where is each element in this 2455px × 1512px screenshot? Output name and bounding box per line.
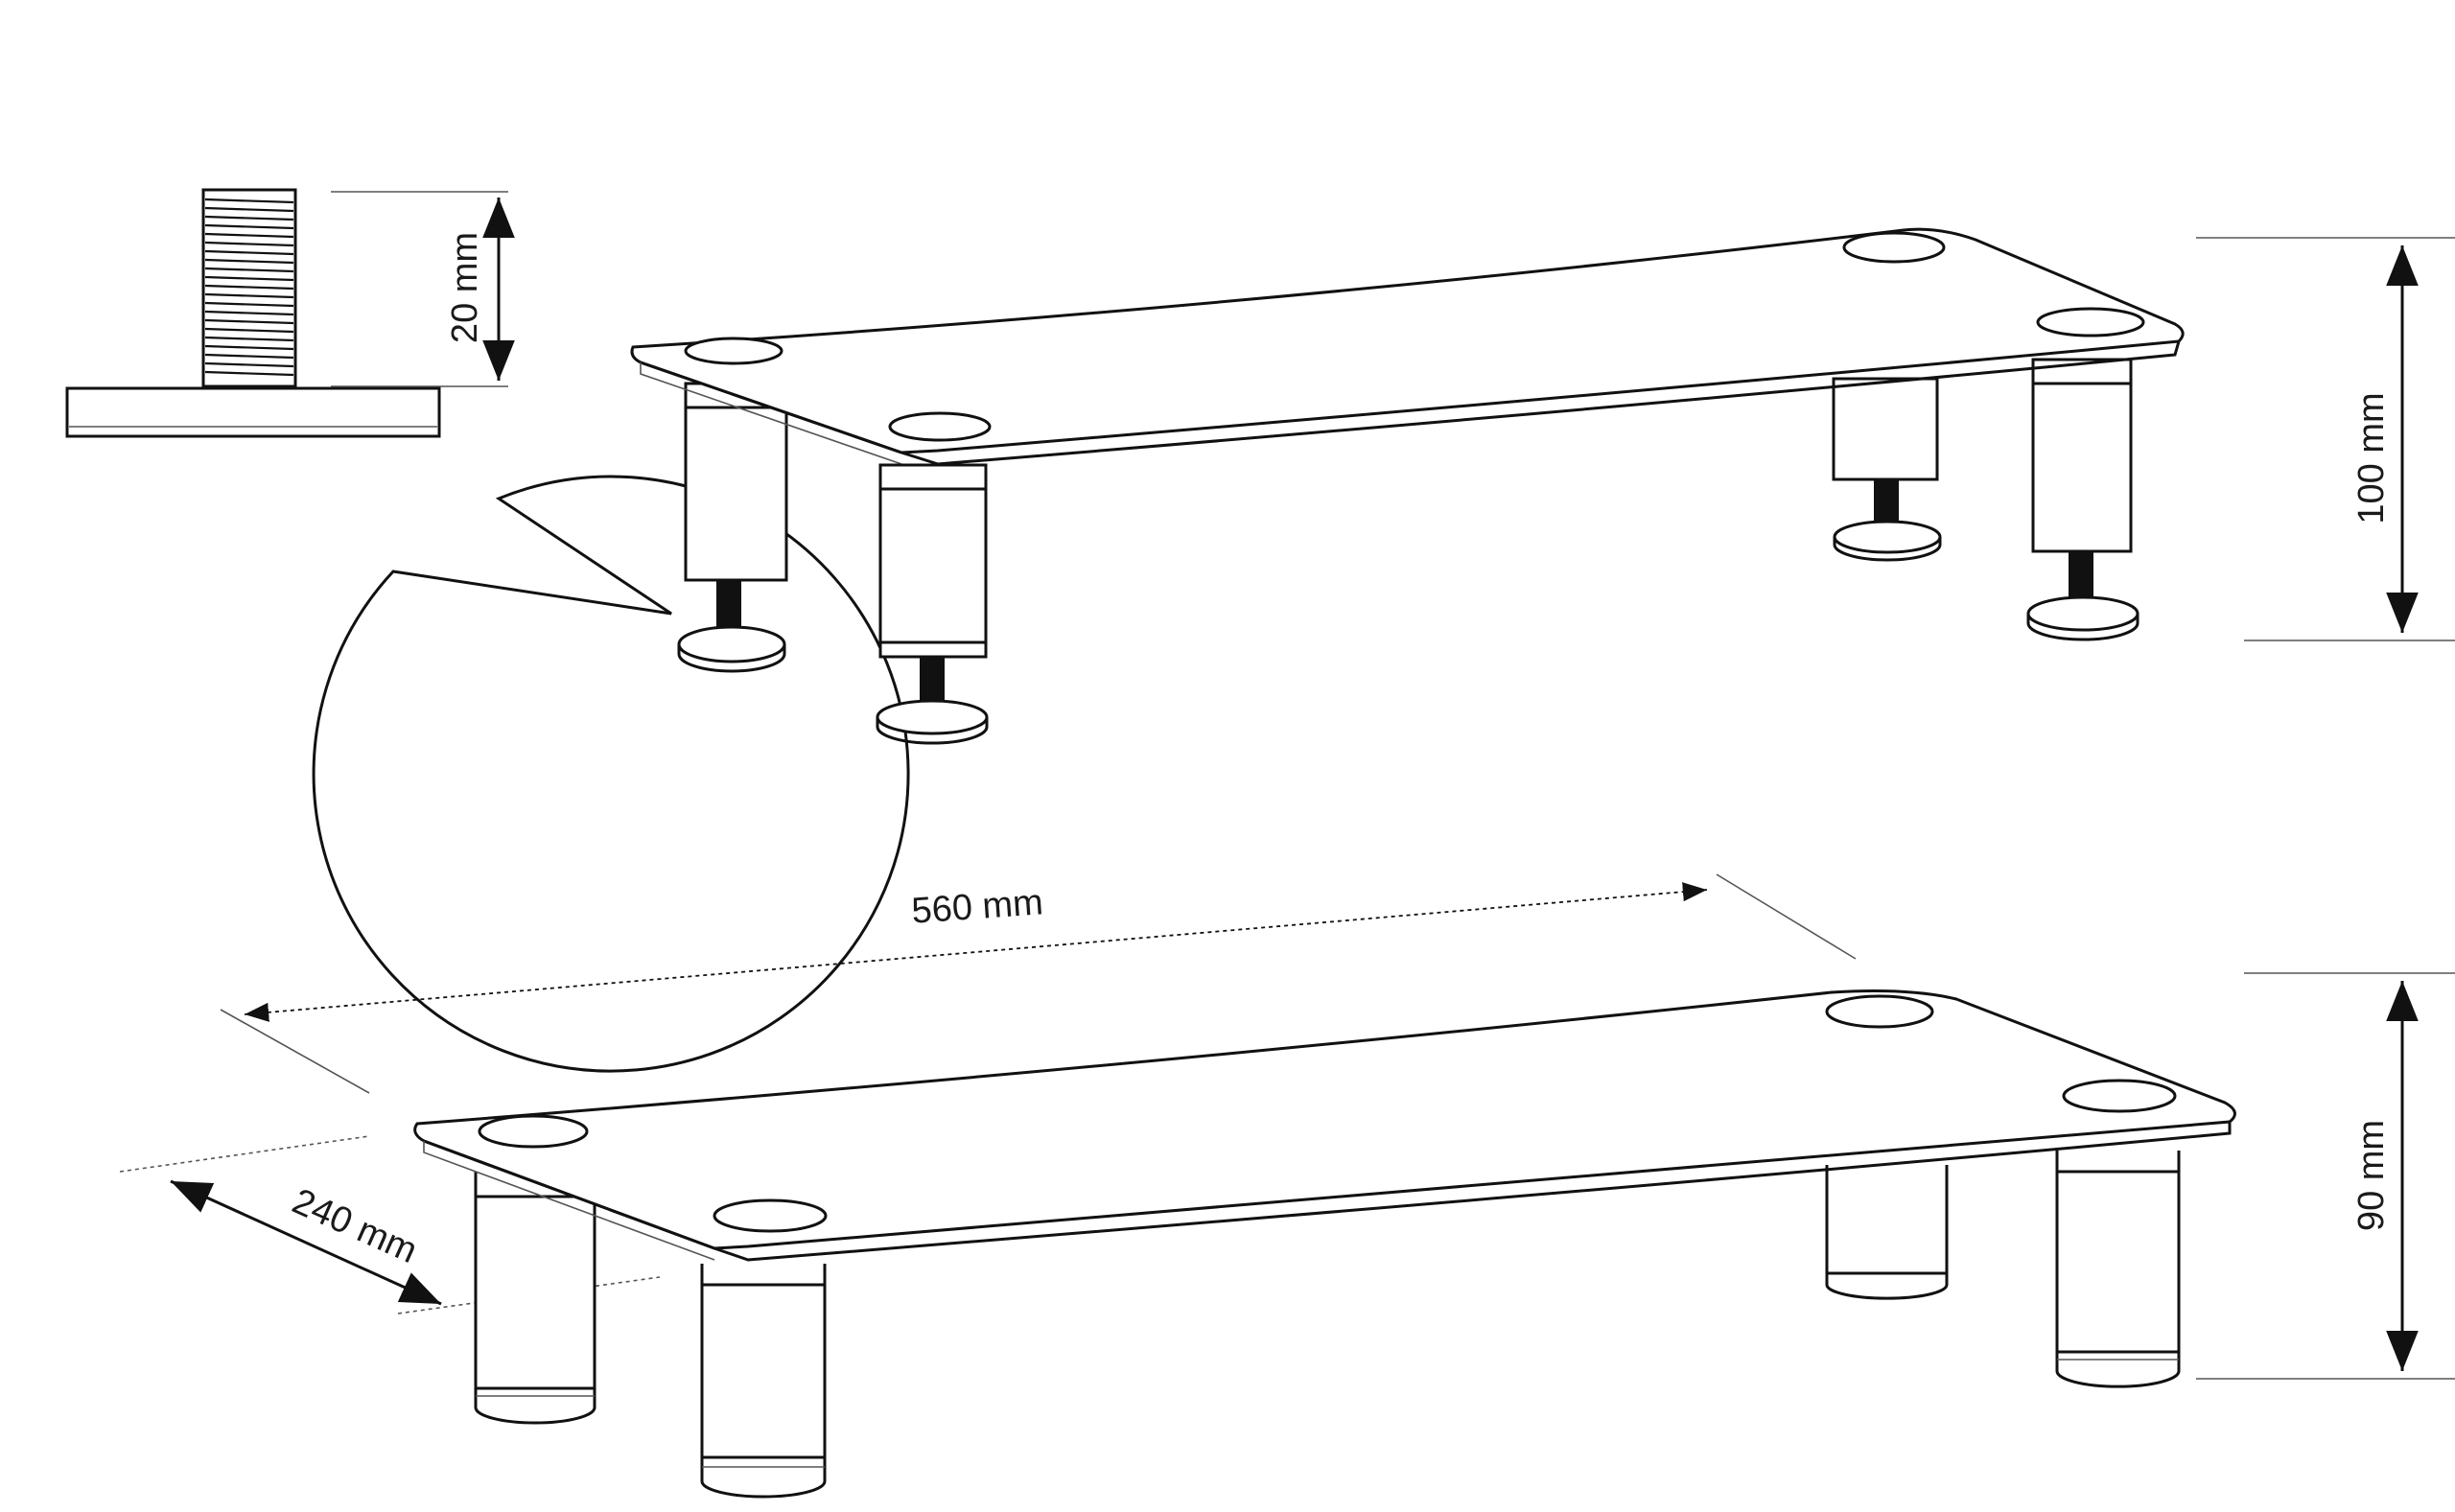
thread-line — [204, 318, 294, 325]
thread-line — [204, 215, 294, 221]
height-bottom-label: 90 mm — [2351, 1120, 2392, 1231]
bottom-front-leg-left — [700, 1264, 827, 1499]
top-height-dimension: 100 mm — [2196, 237, 2455, 641]
height-top-label: 100 mm — [2351, 392, 2392, 523]
thread-line — [204, 336, 294, 342]
top-shelf — [630, 227, 2185, 466]
bottom-stand: 560 mm 240 mm — [119, 873, 2455, 1499]
bottom-shelf — [413, 989, 2236, 1262]
bottom-height-dimension: 90 mm — [2196, 972, 2455, 1380]
thread-line — [204, 223, 294, 230]
thread-length-label: 20 mm — [445, 232, 485, 343]
thread-line — [204, 249, 294, 256]
thread-line — [204, 275, 294, 282]
thread-line — [204, 344, 294, 351]
thread-line — [204, 310, 294, 316]
thread-line — [204, 258, 294, 265]
bottom-back-leg-right — [1825, 1165, 1949, 1300]
depth-label: 240 mm — [287, 1181, 423, 1271]
top-front-leg-right — [2026, 358, 2139, 641]
thread-line — [204, 370, 294, 377]
bottom-back-leg-left — [474, 1172, 596, 1425]
foot-plate — [65, 386, 441, 438]
thread-dimension: 20 mm — [331, 191, 515, 387]
zoom-callout: 20 mm — [65, 188, 910, 1073]
thread-line — [204, 327, 294, 334]
callout-bubble — [312, 475, 910, 1073]
thread-line — [204, 232, 294, 239]
thread-line — [204, 292, 294, 299]
threaded-bolt — [65, 188, 441, 438]
top-stand: 100 mm — [630, 227, 2455, 745]
thread-line — [204, 267, 294, 273]
length-dimension: 560 mm — [220, 873, 1857, 1094]
top-back-leg-right — [1832, 377, 1942, 562]
thread-line — [204, 206, 294, 213]
top-back-leg-left — [677, 382, 788, 673]
thread-line — [204, 353, 294, 360]
thread-line — [204, 241, 294, 247]
thread-line — [204, 361, 294, 368]
thread-line — [204, 284, 294, 291]
thread-line — [204, 301, 294, 308]
top-front-leg-left — [876, 463, 989, 745]
bottom-front-leg-right — [2055, 1151, 2181, 1388]
thread-line — [204, 198, 294, 204]
length-label: 560 mm — [910, 882, 1044, 931]
